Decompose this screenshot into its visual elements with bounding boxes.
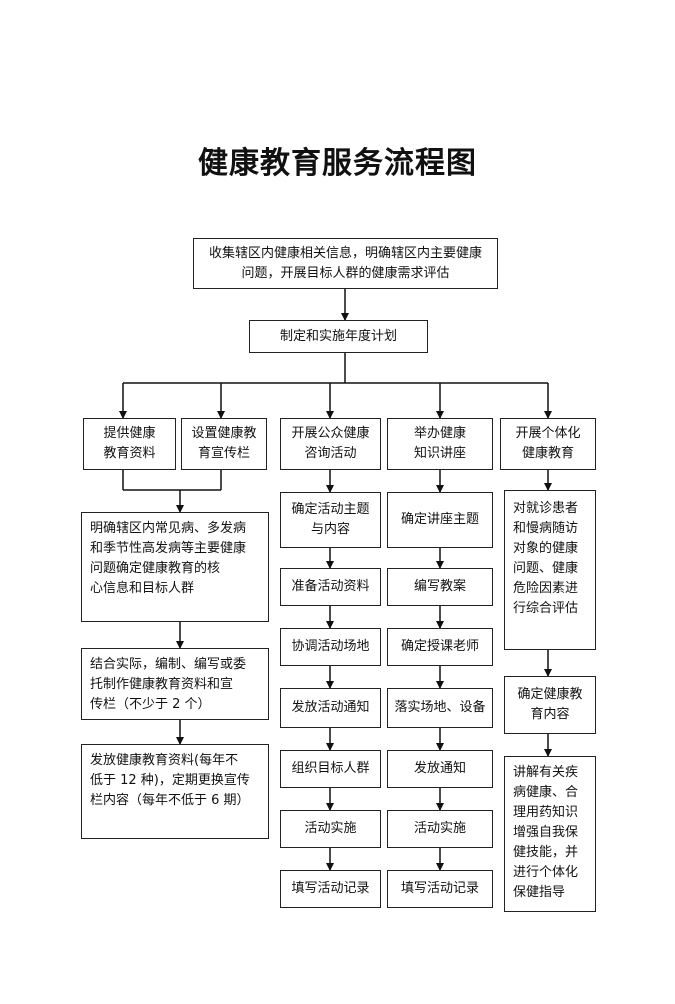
- col4-step2-box: 确定健康教 育内容: [504, 676, 596, 734]
- public-consult-head-box: 开展公众健康 咨询活动: [280, 418, 381, 470]
- col4-step1-box: 对就诊患者 和慢病随访 对象的健康 问题、健康 危险因素进 行综合评估: [504, 490, 596, 650]
- set-board-box: 设置健康教 育宣传栏: [181, 418, 267, 470]
- lecture-step-5-box: 发放通知: [387, 750, 493, 788]
- col1-step1-box: 明确辖区内常见病、多发病 和季节性高发病等主要健康 问题确定健康教育的核 心信息…: [81, 512, 269, 622]
- lecture-head-box: 举办健康 知识讲座: [387, 418, 493, 470]
- consult-step-2-box: 准备活动资料: [280, 568, 381, 606]
- consult-step-4-box: 发放活动通知: [280, 688, 381, 728]
- consult-step-1-box: 确定活动主题 与内容: [280, 492, 381, 548]
- page-title: 健康教育服务流程图: [198, 146, 477, 181]
- collect-info-box: 收集辖区内健康相关信息，明确辖区内主要健康 问题，开展目标人群的健康需求评估: [193, 238, 498, 289]
- col4-step3-box: 讲解有关疾 病健康、合 理用药知识 增强自我保 健技能，并 进行个体化 保健指导: [504, 756, 596, 912]
- consult-step-6-box: 活动实施: [280, 810, 381, 848]
- lecture-step-7-box: 填写活动记录: [387, 870, 493, 908]
- lecture-step-4-box: 落实场地、设备: [387, 688, 493, 728]
- provide-materials-box: 提供健康 教育资料: [83, 418, 176, 470]
- consult-step-3-box: 协调活动场地: [280, 628, 381, 666]
- lecture-step-6-box: 活动实施: [387, 810, 493, 848]
- col1-step3-box: 发放健康教育资料(每年不 低于 12 种)，定期更换宣传 栏内容（每年不低于 6…: [81, 744, 269, 839]
- lecture-step-2-box: 编写教案: [387, 568, 493, 606]
- consult-step-7-box: 填写活动记录: [280, 870, 381, 908]
- consult-step-5-box: 组织目标人群: [280, 750, 381, 788]
- lecture-step-3-box: 确定授课老师: [387, 628, 493, 666]
- individual-edu-head-box: 开展个体化 健康教育: [500, 418, 596, 470]
- lecture-step-1-box: 确定讲座主题: [387, 492, 493, 548]
- col1-step2-box: 结合实际，编制、编写或委 托制作健康教育资料和宣 传栏（不少于 2 个）: [81, 648, 269, 720]
- annual-plan-box: 制定和实施年度计划: [249, 320, 428, 353]
